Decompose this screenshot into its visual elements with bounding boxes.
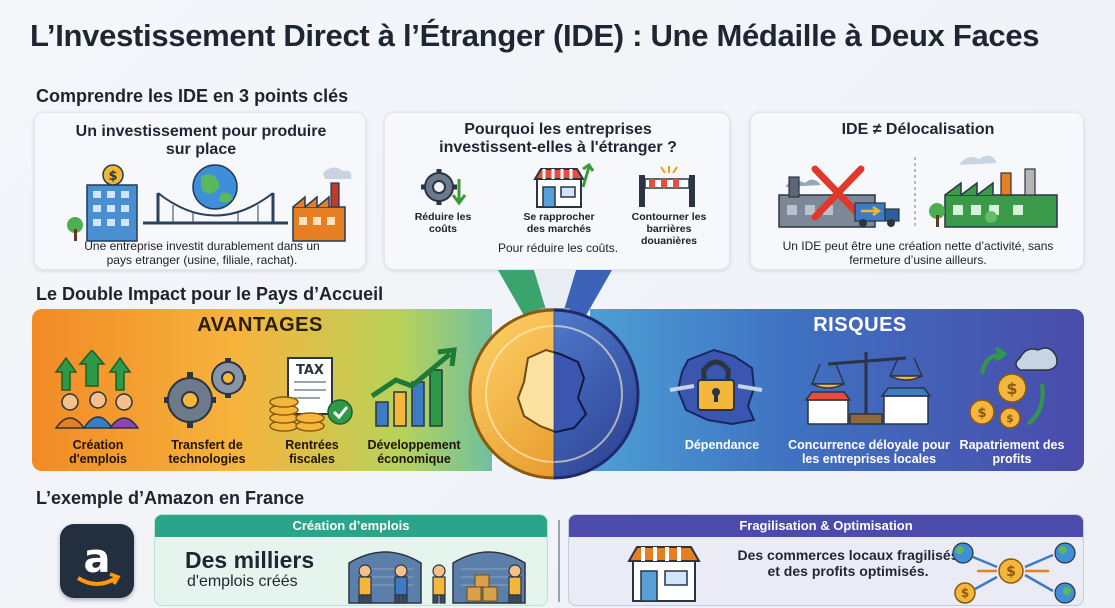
amazon-jobs-panel: Création d’emplois Des milliers d'emploi… <box>154 514 548 606</box>
card-description: Une entreprise investit durablement dans… <box>84 239 320 268</box>
local-shop-icon <box>627 546 701 602</box>
amazon-weakening-panel: Fragilisation & Optimisation Des commerc… <box>568 514 1084 606</box>
profit-repatriation-icon: $ $ $ <box>969 346 1058 429</box>
card-title: IDE ≠ Délocalisation <box>841 121 995 138</box>
page-title: L’Investissement Direct à l’Étranger (ID… <box>30 18 1040 53</box>
jobs-headline: Des milliers <box>185 547 315 573</box>
card-why-invest: Pourquoi les entreprises investissent-el… <box>384 112 730 270</box>
weakening-text: Des commerces locaux fragilisés et des p… <box>737 547 959 580</box>
customs-barrier-icon <box>639 166 695 207</box>
card-not-relocation: IDE ≠ Délocalisation Un IDE peut être un… <box>750 112 1084 270</box>
advantage-job-creation: Création d'emplois <box>69 438 127 467</box>
svg-text:a: a <box>84 536 111 582</box>
dependence-lock-icon <box>669 348 763 426</box>
advantage-tax-revenue: Rentrées fiscales <box>285 438 339 467</box>
panel-header: Création d’emplois <box>155 515 547 537</box>
reason-customs-barriers: Contourner les barrières douanières <box>631 211 707 248</box>
risk-dependence: Dépendance <box>684 438 760 452</box>
risk-profit-repatriation: Rapatriement des profits <box>959 438 1065 467</box>
section-heading-double-impact: Le Double Impact pour le Pays d’Accueil <box>36 284 384 304</box>
card-description: Pour réduire les coûts. <box>497 241 619 255</box>
card-title: Pourquoi les entreprises investissent-el… <box>439 121 677 157</box>
advantages-label: AVANTAGES <box>197 314 323 336</box>
shop-arrow-icon <box>533 162 595 208</box>
reason-reduce-costs: Réduire les coûts <box>414 211 472 236</box>
svg-text:$: $ <box>977 406 986 421</box>
jobs-subline: d'emplois créés <box>187 573 298 590</box>
gear-arrow-icon <box>421 169 467 206</box>
divider <box>558 520 560 602</box>
card-title: Un investissement pour produire sur plac… <box>75 123 327 159</box>
technology-transfer-gears-icon <box>164 358 246 428</box>
city-bridge-factory-icon: $ <box>67 164 352 242</box>
panel-header: Fragilisation & Optimisation <box>569 515 1083 537</box>
advantage-economic-development: Développement économique <box>367 438 461 467</box>
section-heading-key-points: Comprendre les IDE en 3 points clés <box>36 86 349 106</box>
section-heading-amazon: L’exemple d’Amazon en France <box>36 488 305 508</box>
factory-comparison-icon <box>778 155 1058 228</box>
job-creation-icon <box>54 350 140 429</box>
unfair-competition-scale-icon <box>804 352 932 425</box>
warehouse-workers-icon <box>348 551 526 604</box>
svg-text:$: $ <box>961 586 969 600</box>
svg-text:$: $ <box>1006 564 1016 580</box>
medal-france-icon <box>468 308 640 480</box>
card-description: Un IDE peut être une création nette d’ac… <box>782 239 1054 268</box>
svg-text:$: $ <box>1006 412 1014 425</box>
economic-growth-chart-icon <box>370 347 457 427</box>
tax-label: TAX <box>296 363 324 378</box>
svg-text:$: $ <box>1006 379 1017 398</box>
amazon-logo-icon: a <box>60 524 134 598</box>
svg-text:$: $ <box>108 169 117 184</box>
global-profit-flow-icon: $$ <box>952 542 1076 604</box>
card-invest-on-site: Un investissement pour produire sur plac… <box>34 112 366 270</box>
reason-closer-to-markets: Se rapprocher des marchés <box>523 211 595 236</box>
advantage-technology-transfer: Transfert de technologies <box>168 438 246 467</box>
tax-revenue-icon: TAX <box>269 357 353 432</box>
risk-unfair-competition: Concurrence déloyale pour les entreprise… <box>788 438 950 467</box>
risks-label: RISQUES <box>813 314 907 336</box>
